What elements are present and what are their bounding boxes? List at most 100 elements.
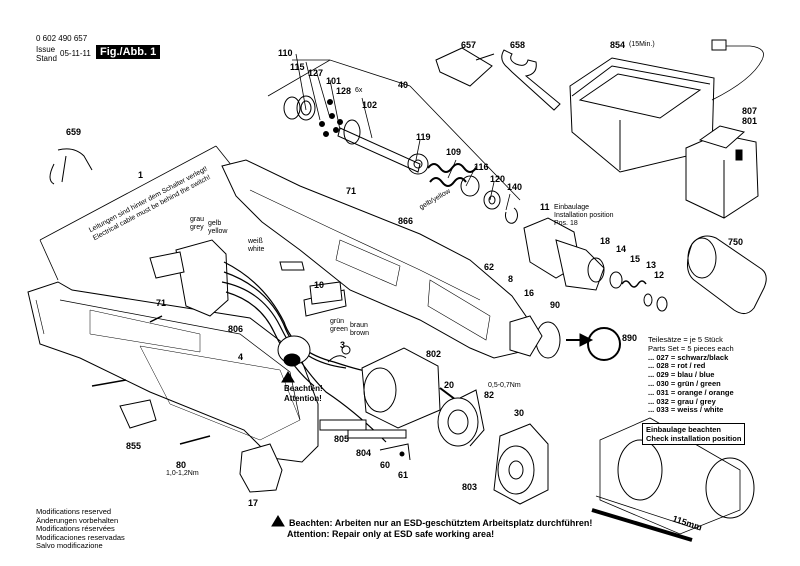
parts-set-item: ... 032 = grau / grey — [648, 396, 716, 406]
callout-82: 82 — [484, 390, 495, 400]
callout-119: 119 — [416, 132, 431, 142]
esd-warning-en-label: Attention: — [287, 529, 330, 539]
parts-set-item: ... 033 = weiss / white — [648, 405, 724, 415]
callout-17: 17 — [248, 498, 259, 508]
parts-set-title-en: Parts Set = 5 pieces each — [648, 343, 734, 353]
callout-140: 140 — [507, 182, 523, 192]
battery-pack — [685, 125, 759, 219]
callout-128-qty: 6x — [355, 87, 363, 94]
motor — [361, 347, 457, 429]
callout-62: 62 — [484, 262, 495, 272]
callout-803: 803 — [462, 482, 478, 492]
label-gelb: gelb — [208, 220, 222, 227]
callout-866: 866 — [398, 216, 414, 226]
callout-11: 11 — [540, 202, 550, 212]
callout-15: 15 — [630, 254, 641, 264]
label-attention: Attention! — [284, 394, 322, 403]
issue-label: Issue — [36, 45, 56, 54]
small-parts-left — [91, 281, 411, 493]
callout-805: 805 — [334, 434, 350, 444]
callout-90: 90 — [550, 300, 561, 310]
figure-label: Fig./Abb. 1 — [96, 45, 161, 59]
callout-101: 101 — [326, 76, 342, 86]
label-white: white — [248, 246, 265, 253]
modifications-line: Änderungen vorbehalten — [36, 515, 119, 525]
check-position-en: Check installation position — [646, 434, 742, 443]
parts-set-item: ... 028 = rot / red — [648, 361, 706, 371]
callout-8: 8 — [508, 274, 514, 284]
callout-657: 657 — [461, 40, 477, 50]
callout-110: 110 — [278, 48, 293, 58]
modifications-line: Modifications réservées — [36, 524, 115, 533]
label-yellow: yellow — [208, 228, 228, 235]
esd-warning-de-text: Arbeiten nur an ESD-geschütztem Arbeitsp… — [334, 518, 593, 528]
callout-1: 1 — [138, 170, 144, 180]
callout-750: 750 — [728, 237, 744, 247]
callout-14: 14 — [616, 244, 627, 254]
doc-number: 0 602 490 657 — [36, 34, 88, 43]
label-einbaulage-1: Einbaulage — [554, 204, 590, 211]
label-weiss: weiß — [248, 238, 263, 245]
callout-3: 3 — [340, 340, 346, 350]
callout-807: 807 — [742, 106, 758, 116]
parts-set-item: ... 030 = grün / green — [648, 378, 721, 388]
check-position-box: Einbaulage beachten Check installation p… — [642, 423, 746, 445]
callout-13: 13 — [646, 260, 657, 270]
parts-set-list: Teilesätze = je 5 Stück Parts Set = 5 pi… — [648, 335, 734, 415]
front-parts — [509, 217, 668, 361]
service-tools — [435, 47, 561, 111]
parts-set-item: ... 027 = schwarz/black — [648, 352, 729, 362]
check-position-de: Einbaulage beachten — [646, 425, 722, 434]
callout-60: 60 — [380, 460, 391, 470]
callout-801: 801 — [742, 116, 758, 126]
label-grey: grey — [190, 224, 204, 231]
callout-16: 16 — [524, 288, 535, 298]
callout-804: 804 — [356, 448, 372, 458]
issue-date: 05-11-11 — [60, 49, 91, 58]
callout-854: 854 — [610, 40, 626, 50]
callout-802: 802 — [426, 349, 442, 359]
callout-806: 806 — [228, 324, 244, 334]
callout-71b: 71 — [156, 298, 167, 308]
modifications-line: Salvo modificazione — [36, 541, 103, 550]
callout-20: 20 — [444, 380, 455, 390]
callout-40: 40 — [398, 80, 409, 90]
modifications-note: Modifications reserved Änderungen vorbeh… — [36, 507, 125, 551]
charger — [569, 39, 764, 173]
label-braun: braun — [350, 322, 368, 329]
installation-inset — [591, 417, 755, 542]
callout-109: 109 — [446, 147, 462, 157]
callout-890: 890 — [622, 333, 638, 343]
callout-71a: 71 — [346, 186, 357, 196]
callout-4: 4 — [238, 352, 244, 362]
label-einbaulage-2: Installation position — [554, 212, 614, 219]
label-green: green — [330, 326, 348, 333]
callout-128: 128 — [336, 86, 352, 96]
gear-flange — [437, 389, 485, 447]
callout-659: 659 — [66, 127, 82, 137]
callout-61: 61 — [398, 470, 409, 480]
lower-housing — [27, 281, 319, 463]
gearbox — [493, 423, 549, 505]
spindle-assembly — [283, 95, 518, 224]
label-beachten: Beachten! — [284, 384, 323, 393]
label-brown: brown — [350, 330, 370, 337]
esd-warning-de-label: Beachten: — [289, 518, 333, 528]
stand-label: Stand — [36, 54, 57, 63]
callout-115: 115 — [290, 62, 305, 72]
esd-warning-en: Attention: Repair only at ESD safe worki… — [287, 529, 494, 540]
top-bracket-lines — [267, 53, 521, 211]
callout-10: 10 — [314, 280, 325, 290]
label-torque-80: 1,0-1,2Nm — [166, 470, 199, 477]
callout-120: 120 — [490, 174, 506, 184]
clip-part — [49, 148, 93, 185]
callout-116: 116 — [474, 162, 489, 172]
parts-set-item: ... 029 = blau / blue — [648, 370, 715, 380]
attention-triangle — [281, 371, 295, 383]
modifications-line: Modificaciones reservadas — [36, 532, 125, 542]
callout-855: 855 — [126, 441, 142, 451]
switch-and-wiring — [149, 239, 387, 443]
callout-12: 12 — [654, 270, 665, 280]
parts-set-title-de: Teilesätze = je 5 Stück — [648, 335, 723, 344]
